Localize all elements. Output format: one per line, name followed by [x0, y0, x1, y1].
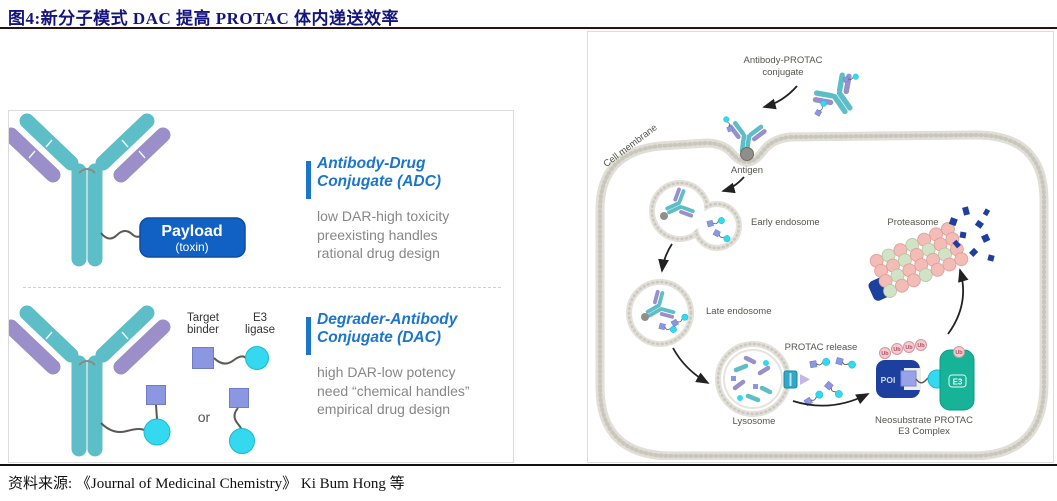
payload-box: Payload (toxin) [139, 217, 246, 258]
conjugate-label-1: Antibody-PROTAC [743, 55, 822, 66]
payload-label: Payload [161, 223, 222, 240]
adc-dac-panel: Payload (toxin) Target [8, 110, 514, 463]
adc-accent-bar [306, 161, 311, 199]
degraded-protein-fragments [948, 206, 995, 262]
section-divider [23, 287, 501, 288]
cell-diagram: Cell membrane Antibody-PROTAC conjugate … [595, 55, 1049, 460]
figure-title: 图4:新分子模式 DAC 提高 PROTAC 体内递送效率 [8, 9, 400, 28]
adc-heading-line1: Antibody-Drug [317, 155, 426, 172]
title-rule [0, 27, 1057, 29]
svg-text:Ub: Ub [905, 345, 913, 351]
dac-heading-line2: Conjugate (DAC) [317, 328, 441, 346]
adc-heading: Antibody-Drug Conjugate (ADC) [317, 155, 441, 190]
lysosome-label: Lysosome [733, 416, 776, 427]
cell-membrane-shape [595, 130, 1049, 460]
dac-bullet-3: empirical drug design [317, 401, 451, 417]
dac-heading: Degrader-Antibody Conjugate (DAC) [317, 311, 457, 346]
target-binder-label-1: Target [187, 312, 220, 324]
svg-text:Ub: Ub [917, 343, 925, 349]
released-protacs [803, 356, 857, 407]
dac-bullet-1: high DAR-low potency [317, 364, 456, 380]
dac-e3-ligase-circle [143, 418, 171, 446]
proteasome-label: Proteasome [887, 217, 938, 228]
protac-release-label: PROTAC release [785, 342, 858, 353]
antigen-dot [740, 147, 754, 161]
release-arrow [800, 374, 810, 385]
adc-description: low DAR-high toxicity preexisting handle… [317, 207, 449, 263]
conjugate-label-2: conjugate [762, 67, 803, 78]
or-label: or [198, 409, 211, 425]
early-endosome [649, 180, 742, 251]
arrow-complex-to-proteasome [947, 268, 969, 335]
e3-ligase-label-1: E3 [253, 312, 267, 324]
dac-bullet-2: need “chemical handles” [317, 382, 470, 399]
adc-bullet-3: rational drug design [317, 245, 440, 261]
dac-target-binder-square [146, 385, 166, 405]
poi-ligand-square [900, 370, 917, 387]
target-binder-label-2: binder [187, 324, 219, 336]
source-citation: 资料来源: 《Journal of Medicinal Chemistry》 K… [8, 476, 405, 492]
arrow-conjugate-to-membrane [762, 85, 798, 110]
proteasome-barrel [868, 222, 969, 301]
dac-description: high DAR-low potency need “chemical hand… [317, 363, 470, 419]
dac-antibody-graphic [9, 305, 171, 457]
dac-accent-bar [306, 317, 311, 355]
poi-label: POI [881, 375, 896, 385]
adc-heading-line2: Conjugate (ADC) [317, 172, 441, 190]
source-rule [0, 464, 1057, 466]
complex-label-2: E3 Complex [898, 426, 950, 437]
free-conjugate-antibody [813, 72, 864, 121]
complex-label-1: Neosubstrate PROTAC [875, 415, 973, 426]
lysosome [715, 341, 810, 417]
adc-dac-graphics: Payload (toxin) Target [9, 113, 275, 457]
adc-antibody-graphic [9, 113, 171, 267]
early-endosome-label: Early endosome [751, 217, 820, 228]
svg-text:Ub: Ub [893, 347, 901, 353]
late-endosome-label: Late endosome [706, 306, 772, 317]
arrow-antigen-to-early [721, 176, 745, 194]
e3-ligase-label-2: ligase [245, 324, 275, 336]
e3-label: E3 [953, 378, 963, 387]
adc-bullet-2: preexisting handles [317, 226, 438, 243]
late-endosome [626, 279, 694, 347]
adc-bullet-1: low DAR-high toxicity [317, 208, 450, 224]
svg-text:Ub: Ub [955, 350, 963, 356]
arrow-early-to-late [658, 243, 673, 273]
svg-text:Ub: Ub [881, 351, 889, 357]
arrow-lysosome-to-complex [792, 393, 870, 407]
payload-sub-label: (toxin) [175, 240, 208, 254]
ternary-complex: POI E3 Ub Ub Ub Ub Ub [876, 339, 975, 411]
dac-heading-line1: Degrader-Antibody [317, 311, 458, 328]
cell-diagram-panel: Cell membrane Antibody-PROTAC conjugate … [587, 31, 1054, 463]
arrow-late-to-lysosome [672, 347, 710, 384]
dac-warhead-legend: Target binder E3 ligase or [187, 312, 275, 454]
antigen-label: Antigen [731, 165, 763, 176]
ubiquitin-chain: Ub Ub Ub Ub Ub [879, 339, 965, 359]
